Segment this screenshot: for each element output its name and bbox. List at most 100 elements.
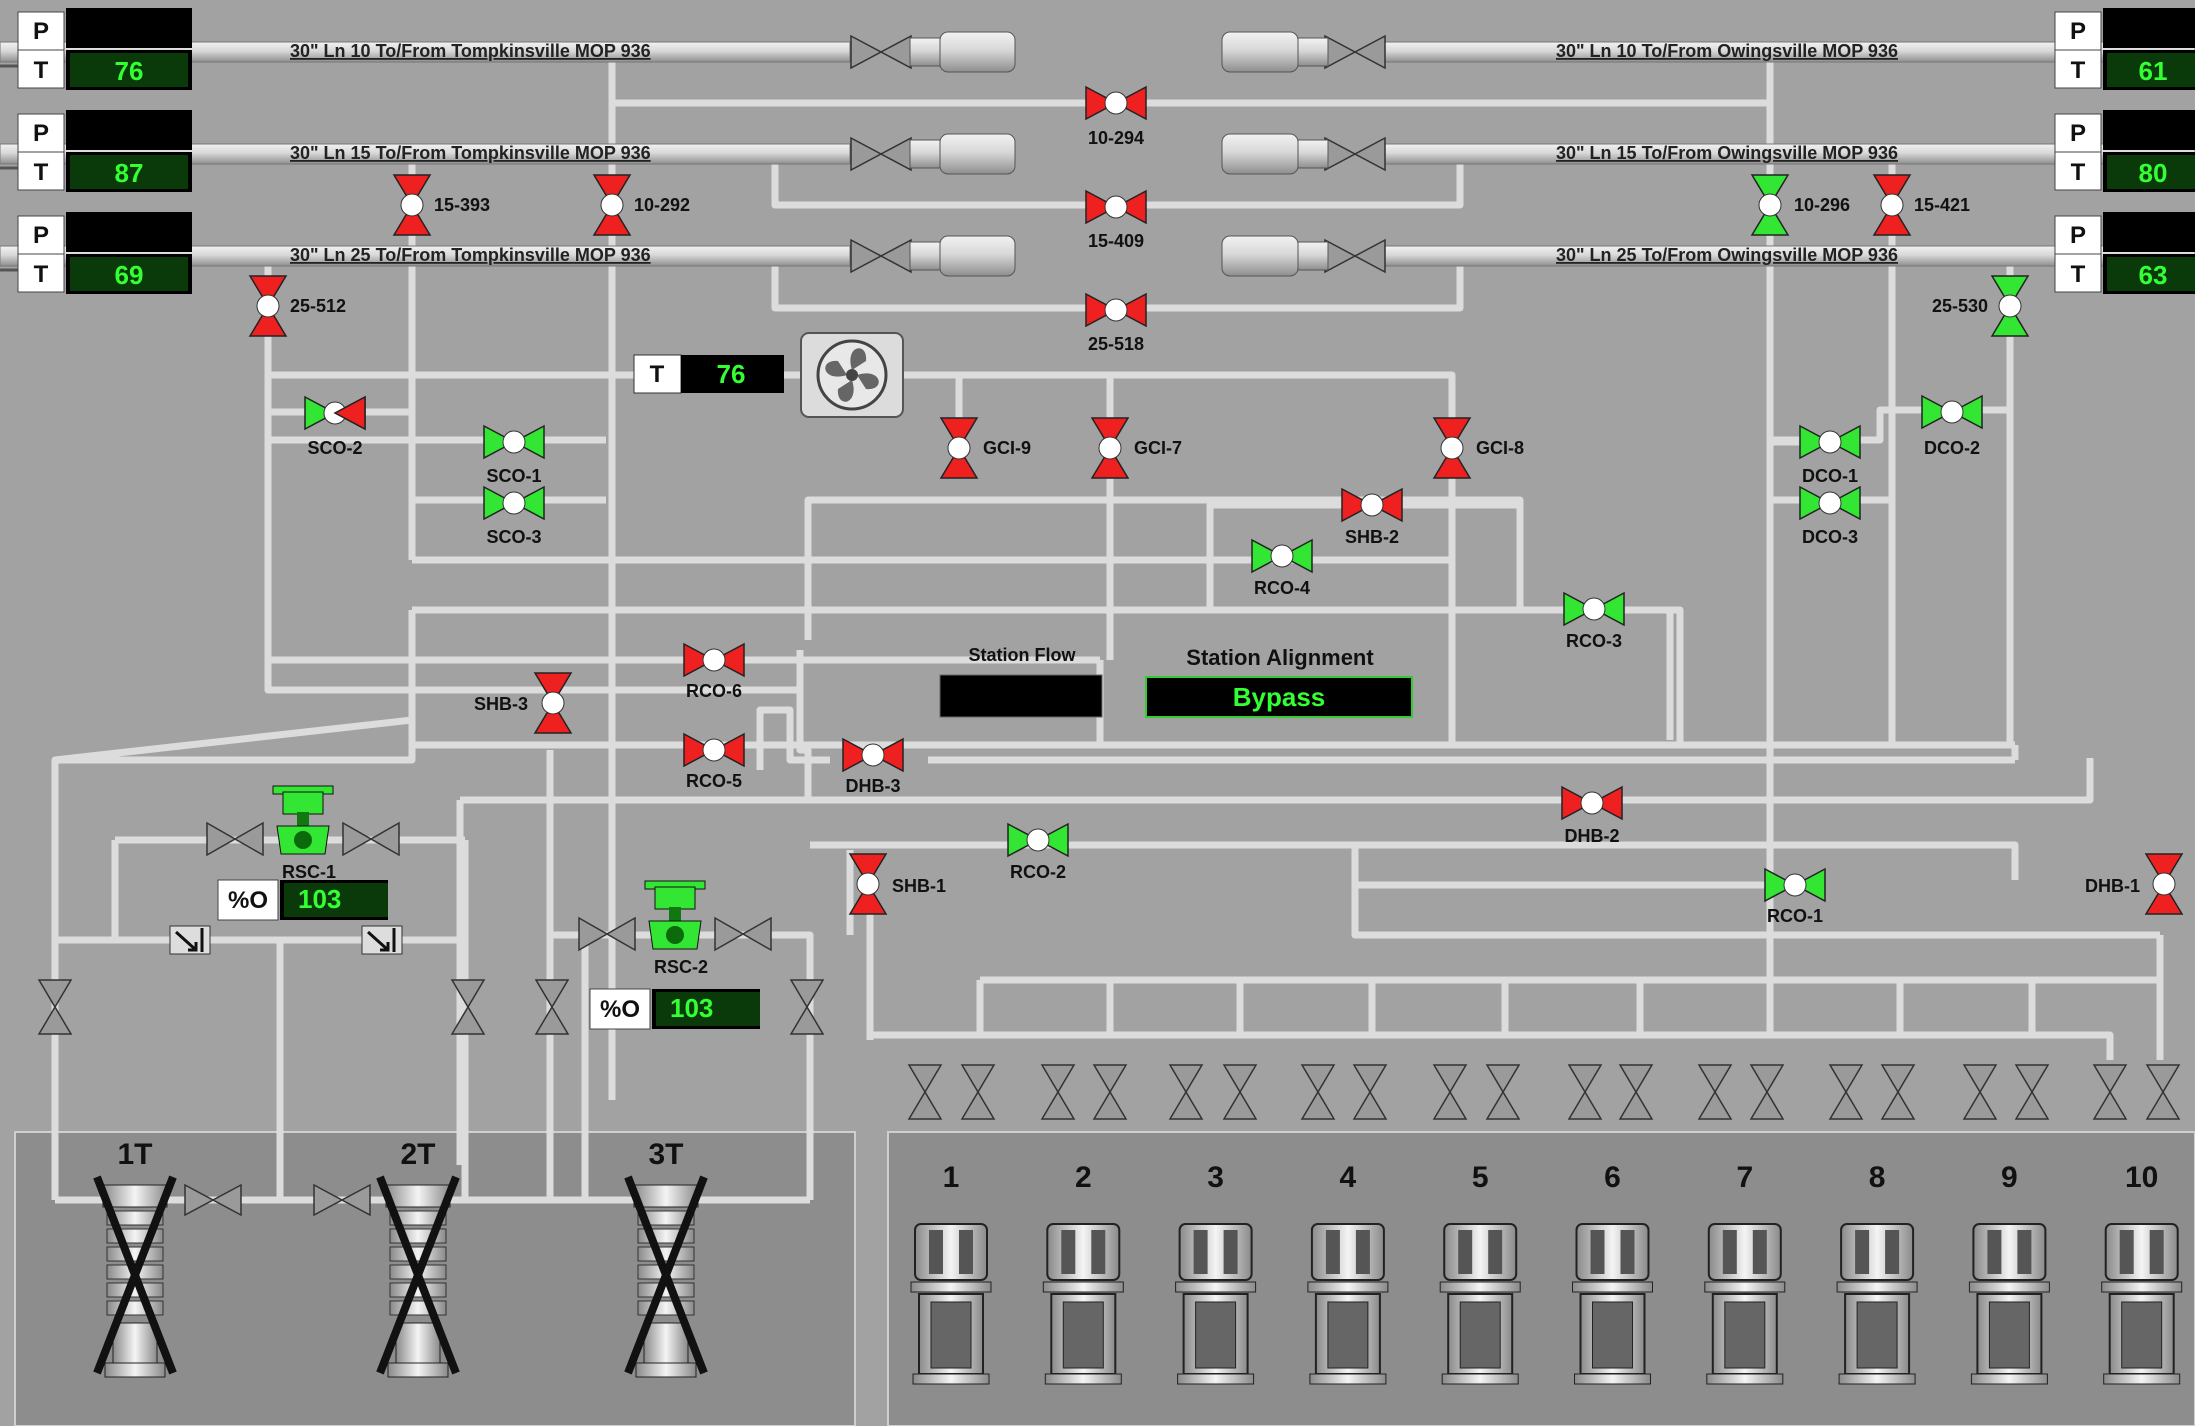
valve-shb3[interactable]: SHB-3 [474,672,573,734]
valve-v15_421[interactable]: 15-421 [1872,174,1970,236]
header-line-tompkinsville: 30" Ln 15 To/From Tompkinsville MOP 936 [0,133,1016,175]
temperature-value: 76 [115,56,144,86]
valve-shb2[interactable]: SHB-2 [1341,487,1403,547]
pipeline-label: 30" Ln 25 To/From Tompkinsville MOP 936 [290,245,651,265]
cooler-t-label: T [650,361,665,388]
crossover-valve[interactable] [313,1183,371,1217]
compressor-unit[interactable]: 6 [1572,1161,1653,1385]
compressor-unit[interactable]: 3 [1175,1161,1257,1385]
isolation-valve[interactable] [450,979,486,1035]
valve-sco3[interactable]: SCO-3 [483,485,545,547]
isolation-valve[interactable] [1962,1064,1998,1120]
compressor-unit[interactable]: 10 [2101,1161,2183,1385]
compressor-unit[interactable]: 4 [1307,1161,1389,1385]
valve-v15_409[interactable]: 15-409 [1085,189,1147,251]
block-valve[interactable] [1324,34,1386,70]
block-valve[interactable] [850,136,912,172]
isolation-valve[interactable] [1828,1064,1864,1120]
isolation-valve[interactable] [2014,1064,2050,1120]
valve-rco4[interactable]: RCO-4 [1251,538,1313,598]
percent-open-label: %O [600,996,640,1023]
isolation-valve[interactable] [1880,1064,1916,1120]
valve-v15_393[interactable]: 15-393 [392,174,490,236]
turbine-unit[interactable]: 2T [376,1138,460,1378]
valve-dco2[interactable]: DCO-2 [1921,394,1983,458]
valve-rco6[interactable]: RCO-6 [683,642,745,701]
valve-gci7[interactable]: GCI-7 [1090,417,1182,479]
station-flow-panel: Station Flow [939,645,1103,718]
valve-sco2[interactable]: SCO-2 [304,395,366,458]
turbine-unit[interactable]: 1T [93,1138,177,1378]
compressor-unit[interactable]: 5 [1439,1161,1521,1385]
valve-rco2[interactable]: RCO-2 [1007,822,1069,882]
valve-rco5[interactable]: RCO-5 [683,732,745,791]
valve-v10_294[interactable]: 10-294 [1085,85,1147,148]
turbine-label: 2T [400,1138,435,1171]
valve-position-readout: %O 103 [589,988,760,1030]
isolation-valve[interactable] [1040,1064,1076,1120]
valve-v10_292[interactable]: 10-292 [592,174,690,236]
compressor-unit[interactable]: 1 [910,1161,992,1385]
isolation-valve[interactable] [1352,1064,1388,1120]
valve-dhb2[interactable]: DHB-2 [1561,785,1623,846]
temperature-value: 63 [2139,260,2168,290]
isolation-valve[interactable] [2145,1064,2181,1120]
valve-sco1[interactable]: SCO-1 [483,424,545,486]
valve-v10_296[interactable]: 10-296 [1750,174,1850,236]
isolation-valve[interactable] [789,979,825,1035]
isolation-valve[interactable] [1485,1064,1521,1120]
block-valve[interactable] [342,821,400,857]
valve-dhb3[interactable]: DHB-3 [842,737,904,796]
t-label: T [34,159,49,186]
isolation-valve[interactable] [1092,1064,1128,1120]
isolation-valve[interactable] [1222,1064,1258,1120]
isolation-valve[interactable] [2092,1064,2128,1120]
turbine-unit[interactable]: 3T [624,1138,708,1378]
compressor-unit[interactable]: 9 [1968,1161,2050,1385]
isolation-valve[interactable] [1300,1064,1336,1120]
isolation-valve[interactable] [1697,1064,1733,1120]
isolation-valve[interactable] [1618,1064,1654,1120]
isolation-valve[interactable] [534,979,570,1035]
valve-dhb1[interactable]: DHB-1 [2085,853,2184,915]
valve-label: 25-512 [290,296,346,316]
valve-label: DHB-3 [845,776,900,796]
isolation-valve[interactable] [1432,1064,1468,1120]
valve-gci9[interactable]: GCI-9 [939,417,1031,479]
valve-v25_512[interactable]: 25-512 [248,275,346,337]
isolation-valve[interactable] [960,1064,996,1120]
percent-open-value: 103 [670,993,713,1023]
turbine-label: 3T [648,1138,683,1171]
block-valve[interactable] [578,916,636,952]
isolation-valve[interactable] [1749,1064,1785,1120]
block-valve[interactable] [714,916,772,952]
block-valve[interactable] [1324,238,1386,274]
compressor-unit[interactable]: 8 [1836,1161,1918,1385]
valve-shb1[interactable]: SHB-1 [848,853,946,915]
valve-gci8[interactable]: GCI-8 [1432,417,1524,479]
cooler[interactable]: T 76 [633,332,904,418]
isolation-valve[interactable] [37,979,73,1035]
valve-rco1[interactable]: RCO-1 [1764,867,1826,926]
block-valve[interactable] [850,34,912,70]
valve-label: SHB-1 [892,876,946,896]
block-valve[interactable] [1324,136,1386,172]
valve-dco3[interactable]: DCO-3 [1799,485,1861,547]
valve-v25_518[interactable]: 25-518 [1085,292,1147,354]
compressor-unit[interactable]: 2 [1042,1161,1124,1385]
pressure-value-box [2103,110,2195,150]
isolation-valve[interactable] [907,1064,943,1120]
compressor-unit[interactable]: 7 [1704,1161,1786,1385]
block-valve[interactable] [850,238,912,274]
crossover-valve[interactable] [184,1183,242,1217]
valve-v25_530[interactable]: 25-530 [1932,275,2030,337]
station-piping [51,58,2164,1204]
valve-rco3[interactable]: RCO-3 [1563,591,1625,651]
isolation-valve[interactable] [1168,1064,1204,1120]
isolation-valve[interactable] [1567,1064,1603,1120]
block-valve[interactable] [206,821,264,857]
valve-dco1[interactable]: DCO-1 [1799,424,1861,486]
